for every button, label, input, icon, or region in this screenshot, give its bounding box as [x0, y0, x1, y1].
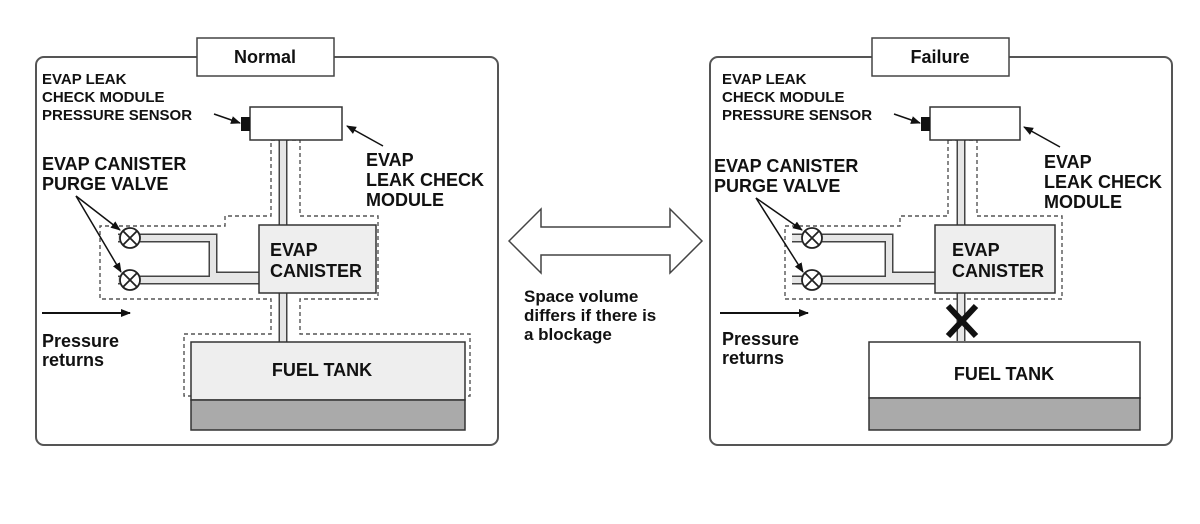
panel-normal: Normal EVAP CANISTER FUEL TANK EVAP LEAK… [35, 37, 499, 446]
purge-valve-lower [801, 269, 823, 291]
double-arrow [507, 207, 704, 275]
blockage-x-icon [945, 303, 979, 339]
sensor-arrow [213, 113, 241, 124]
pressure-label-1: Pressure [42, 331, 119, 351]
center-note-2: differs if there is [524, 306, 656, 325]
module-label-1: EVAP [1044, 152, 1092, 172]
valve-label-2: PURGE VALVE [42, 174, 168, 194]
valve-label-2: PURGE VALVE [714, 176, 840, 196]
sensor-label-2: CHECK MODULE [722, 89, 845, 106]
pressure-sensor [241, 117, 250, 131]
module-arrow [1023, 126, 1061, 148]
fuel-tank-label: FUEL TANK [272, 360, 372, 380]
canister-label-1: EVAP [952, 240, 1000, 260]
valve-label-1: EVAP CANISTER [714, 156, 858, 176]
panel-failure: Failure EVAP CANISTER FUEL TANK EVAP LEA… [709, 37, 1173, 446]
evap-canister [258, 224, 377, 294]
fuel-level [190, 399, 466, 431]
valve-arrow-upper [75, 195, 121, 231]
evap-canister [934, 224, 1056, 294]
canister-label-1: EVAP [270, 240, 318, 260]
panel-title: Normal [234, 47, 296, 67]
fuel-tank [190, 341, 466, 401]
canister-label-2: CANISTER [270, 261, 362, 281]
pressure-label-2: returns [722, 348, 784, 368]
sensor-label-2: CHECK MODULE [42, 89, 165, 106]
fuel-level [868, 397, 1141, 431]
center-note-3: a blockage [524, 325, 612, 344]
pressure-zone-outline [784, 139, 1063, 300]
fuel-tank [868, 341, 1141, 399]
sensor-label-1: EVAP LEAK [42, 71, 127, 88]
valve-arrow-lower [755, 197, 804, 273]
panel-title-box [196, 37, 335, 77]
fuel-tank-label: FUEL TANK [954, 364, 1054, 384]
canister-label-2: CANISTER [952, 261, 1044, 281]
module-label-2: LEAK CHECK [366, 170, 484, 190]
purge-valve-upper [119, 227, 141, 249]
sensor-arrow [893, 113, 921, 124]
leak-check-module [249, 106, 343, 141]
center-note-1: Space volume [524, 287, 638, 306]
module-label-3: MODULE [366, 190, 444, 210]
purge-valve-lower [119, 269, 141, 291]
valve-arrow-lower [75, 195, 122, 273]
valve-arrow-upper [755, 197, 803, 231]
pressure-zone-outline [99, 139, 471, 397]
module-label-2: LEAK CHECK [1044, 172, 1162, 192]
module-label-1: EVAP [366, 150, 414, 170]
panel-title-box [871, 37, 1010, 77]
sensor-label-3: PRESSURE SENSOR [42, 107, 192, 124]
leak-check-module [929, 106, 1021, 141]
pressure-label-1: Pressure [722, 329, 799, 349]
pressure-sensor [921, 117, 930, 131]
panel-title: Failure [910, 47, 969, 67]
purge-valve-upper [801, 227, 823, 249]
center-comparison: Space volume differs if there is a block… [507, 207, 704, 344]
sensor-label-1: EVAP LEAK [722, 71, 807, 88]
module-label-3: MODULE [1044, 192, 1122, 212]
module-arrow [346, 125, 384, 147]
sensor-label-3: PRESSURE SENSOR [722, 107, 872, 124]
pressure-label-2: returns [42, 350, 104, 370]
valve-label-1: EVAP CANISTER [42, 154, 186, 174]
